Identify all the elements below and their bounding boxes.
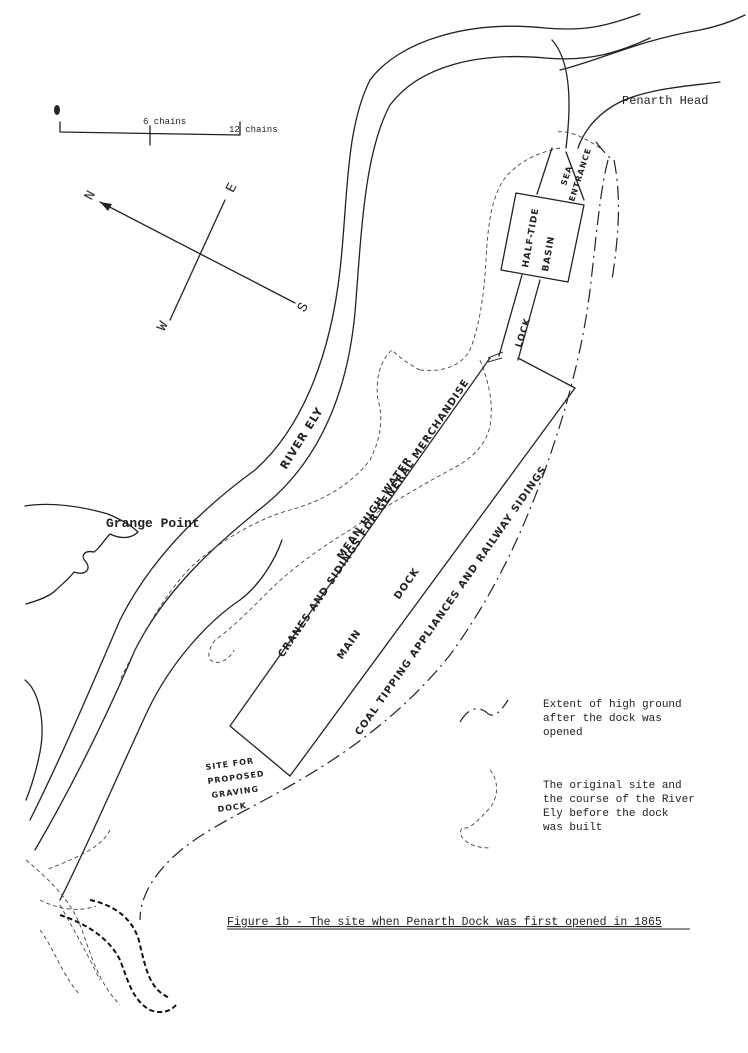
graving-note-line-3: GRAVING xyxy=(211,784,260,800)
original-course-line-2 xyxy=(119,349,421,681)
river-ely-label: RIVER ELY xyxy=(278,405,326,472)
penarth-head-shore xyxy=(577,81,721,149)
compass: N E S W xyxy=(82,181,313,334)
dock-label: DOCK xyxy=(392,566,422,602)
original-course-line-1 xyxy=(419,147,561,371)
dock-structure xyxy=(229,147,585,777)
river-ely-far-bank xyxy=(59,539,283,901)
grange-point-inner-shore xyxy=(24,679,43,801)
legend-high-ground-swatch xyxy=(459,699,509,723)
bold-dashed-shore-2 xyxy=(89,899,171,999)
legend: Extent of high ground after the dock was… xyxy=(459,699,695,849)
graving-note-line-1: SITE FOR xyxy=(205,756,255,772)
bold-dashed-shore xyxy=(59,914,177,1014)
high-ground-cliff xyxy=(595,141,620,281)
lock xyxy=(498,274,541,361)
lock-gate xyxy=(487,351,504,363)
grange-point-label: Grange Point xyxy=(106,516,200,531)
graving-dock-note: SITE FOR PROPOSED GRAVING DOCK xyxy=(205,756,265,814)
sea-entrance xyxy=(536,147,585,201)
scale-end-label: 12 chains xyxy=(229,125,278,135)
legend-high-ground-line-3: opened xyxy=(543,727,583,739)
legend-high-ground-line-1: Extent of high ground xyxy=(543,699,682,711)
legend-original-site-line-3: Ely before the dock xyxy=(543,808,669,820)
lock-label: LOCK xyxy=(514,317,533,349)
high-ground-east-boundary xyxy=(139,159,609,921)
legend-original-site-line-1: The original site and xyxy=(543,780,682,792)
scale-bar: 6 chains 12 chains xyxy=(54,105,278,146)
basin-label: BASIN xyxy=(541,235,557,272)
graving-note-line-4: DOCK xyxy=(217,801,247,814)
graving-note-line-2: PROPOSED xyxy=(207,769,265,786)
grange-point-coastline xyxy=(24,503,139,605)
legend-original-site-line-4: was built xyxy=(543,822,602,834)
dock-inner-line xyxy=(229,357,491,727)
half-tide-basin xyxy=(500,192,585,283)
compass-n: N xyxy=(82,188,100,203)
compass-n-arrow-icon xyxy=(100,202,112,211)
scale-zero-mark xyxy=(54,105,60,115)
main-dock xyxy=(229,357,576,777)
original-course-line-5 xyxy=(39,829,111,910)
compass-ns-line xyxy=(99,201,296,304)
original-course-line-4 xyxy=(208,639,235,663)
scale-mid-label: 6 chains xyxy=(143,117,186,127)
compass-w: W xyxy=(154,319,172,334)
river-ely-west-bank xyxy=(29,13,641,821)
compass-e: E xyxy=(223,181,241,196)
legend-high-ground-line-2: after the dock was xyxy=(543,713,662,725)
half-tide-label: HALF-TIDE xyxy=(521,207,541,268)
channel-north-bank xyxy=(551,39,570,149)
original-course-line-7 xyxy=(555,131,601,149)
original-course-line-6 xyxy=(25,859,121,1006)
legend-original-site-line-2: the course of the River xyxy=(543,794,695,806)
channel-south-bank xyxy=(559,14,746,71)
main-label: MAIN xyxy=(335,628,363,662)
figure-caption: Figure 1b - The site when Penarth Dock w… xyxy=(227,916,662,929)
scale-line xyxy=(59,121,241,146)
compass-s: S xyxy=(295,300,313,315)
penarth-head-label: Penarth Head xyxy=(622,94,708,108)
original-course-line-3 xyxy=(214,359,492,641)
compass-ew-line xyxy=(169,199,226,321)
legend-original-site-swatch xyxy=(460,769,497,849)
